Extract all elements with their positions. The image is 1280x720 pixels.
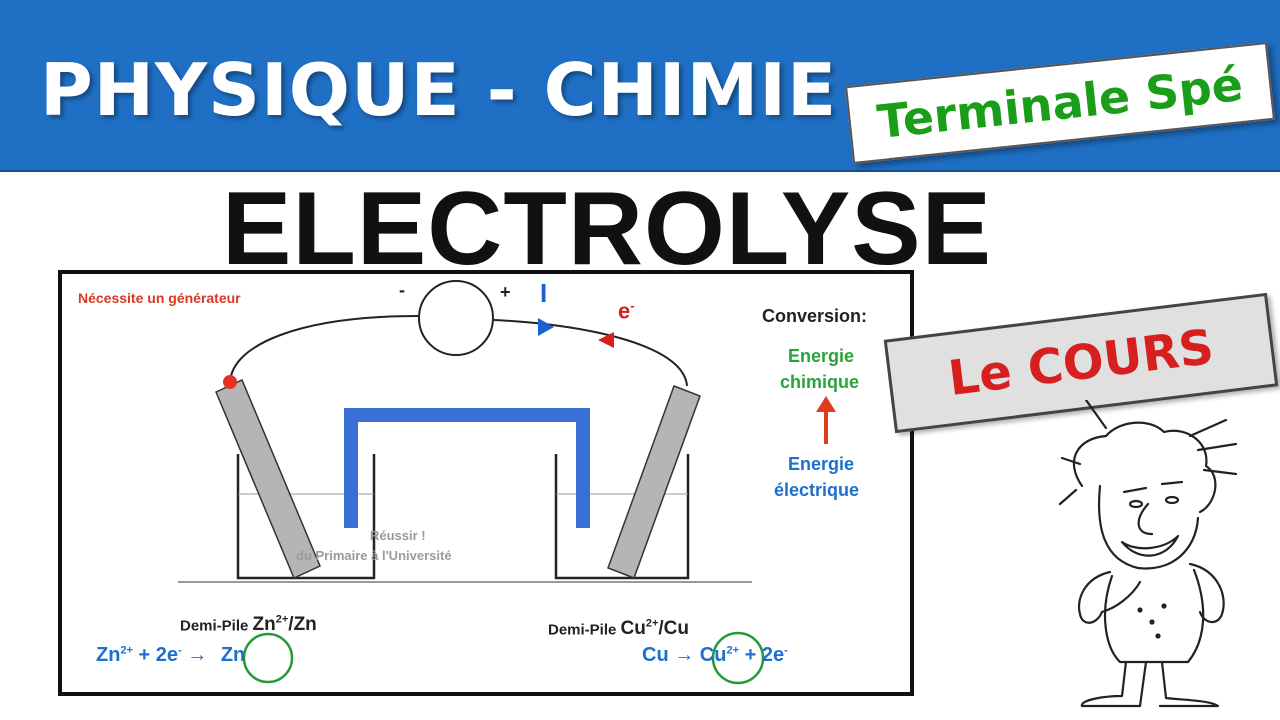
half-cell-word: Demi-Pile [180, 617, 249, 635]
zn-eq-charge: 2+ [120, 644, 133, 657]
electron-label: e- [618, 298, 635, 324]
zn-half-cell-label: Demi-Pile Zn2+/Zn [180, 614, 317, 636]
copper-electrode [607, 385, 701, 579]
watermark-line1: Réussir ! [370, 528, 426, 543]
cu-eq-reactant: Cu [642, 644, 669, 666]
cu-couple-metal: /Cu [658, 618, 690, 640]
watermark-line2: du Primaire à l'Université [296, 548, 452, 563]
cu-couple-ion: Cu [620, 618, 646, 640]
electrical-energy-line2: électrique [774, 480, 860, 500]
cu-eq-electrons: + 2e [744, 644, 785, 666]
electron-charge: - [630, 298, 635, 313]
cu-eq-charge: 2+ [726, 644, 740, 657]
cu-couple: Cu2+/Cu [621, 618, 689, 639]
generator-note: Nécessite un générateur [78, 290, 241, 306]
electron-arrow-icon [598, 332, 614, 348]
zn-eq-arrow: → [187, 644, 208, 666]
chemical-energy-line1: Energie [788, 346, 855, 366]
zn-couple-charge: 2+ [275, 614, 289, 626]
cartoon-professor-icon [1058, 400, 1238, 708]
current-arrow-icon [538, 318, 554, 336]
electron-symbol: e [618, 298, 631, 324]
conversion-title: Conversion: [762, 306, 868, 326]
zn-eq-electrons: + 2e [138, 644, 179, 666]
half-cell-word: Demi-Pile [548, 621, 617, 639]
course-tag-label: Le COURS [945, 318, 1217, 408]
zn-highlight-circle [242, 632, 294, 684]
zn-eq-electron-charge: - [178, 644, 182, 657]
left-wire [229, 315, 419, 385]
zn-equation: Zn2+ + 2e- → Zn [96, 644, 245, 667]
zn-eq-ion: Zn [96, 644, 121, 666]
zn-eq-product: Zn [220, 644, 246, 666]
cu-half-cell-label: Demi-Pile Cu2+/Cu [548, 618, 689, 640]
subject-title: ELECTROLYSE [222, 171, 992, 287]
zn-couple-ion: Zn [252, 614, 276, 636]
cu-highlight-circle [711, 631, 765, 685]
right-beaker [554, 454, 690, 580]
cu-eq-ion: Cu [699, 644, 727, 666]
diagram-drawing [178, 280, 836, 685]
cu-couple-charge: 2+ [645, 618, 659, 630]
cu-eq-arrow: → [674, 644, 695, 666]
plus-sign: + [500, 282, 511, 302]
salt-bridge [344, 408, 590, 528]
electrolysis-diagram: Nécessite un générateur - + I e- Convers… [58, 270, 914, 696]
right-wire [493, 319, 688, 387]
zn-couple-metal: /Zn [288, 614, 317, 636]
zn-couple: Zn2+/Zn [253, 614, 317, 635]
electrode-contact [223, 375, 237, 389]
current-label: I [540, 278, 548, 308]
minus-sign: - [399, 280, 405, 300]
chemical-energy-line2: chimique [780, 372, 860, 392]
left-beaker [236, 454, 376, 580]
generator-icon [418, 280, 494, 356]
cu-eq-electron-charge: - [784, 644, 788, 657]
page-title: PHYSIQUE - CHIMIE [40, 48, 838, 132]
electrical-energy-line1: Energie [788, 454, 855, 474]
cu-equation: Cu → Cu2+ + 2e- [642, 644, 788, 667]
up-arrow-head [816, 396, 836, 412]
